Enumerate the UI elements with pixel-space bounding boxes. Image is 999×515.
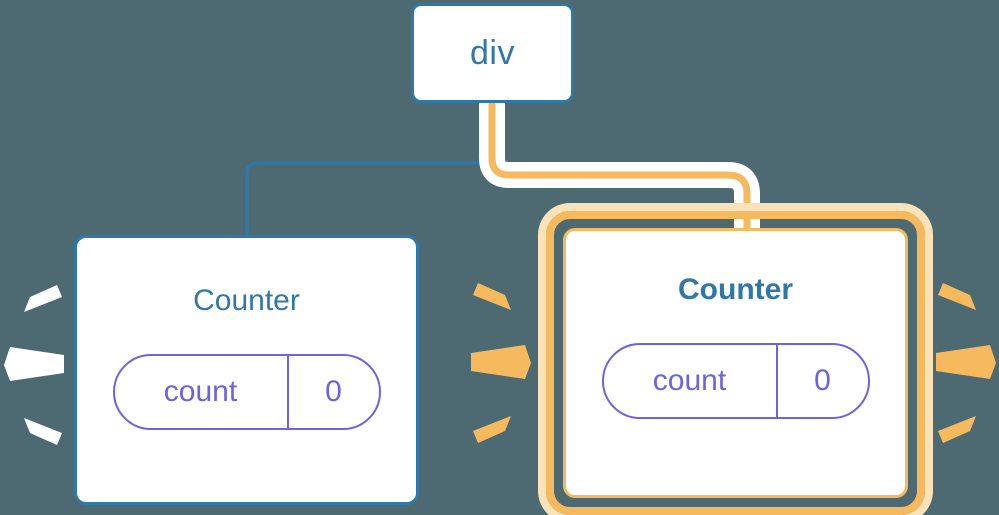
burst-ray-white-mid [4, 347, 64, 381]
burst-ray-orange-right-center [936, 345, 996, 379]
burst-ray-orange-right-bot [938, 416, 976, 443]
state-key-left: count [163, 375, 238, 408]
node-div-label: div [470, 34, 515, 72]
state-pill-right[interactable]: count 0 [601, 343, 870, 419]
node-counter-left-title: Counter [193, 284, 300, 317]
burst-ray-orange-mid-bot [473, 416, 511, 443]
node-div[interactable]: div [411, 3, 574, 103]
burst-ray-white-top [24, 285, 62, 312]
state-value-left: 0 [286, 356, 379, 428]
state-pill-left[interactable]: count 0 [112, 354, 381, 430]
state-key-right: count [652, 364, 727, 397]
burst-right-orange [930, 283, 996, 443]
rerender-highlight-ring [546, 211, 925, 515]
state-value-right: 0 [775, 345, 868, 417]
burst-middle-orange [465, 283, 531, 443]
burst-ray-orange-right-top [938, 283, 976, 310]
node-counter-left[interactable]: Counter count 0 [74, 235, 419, 505]
burst-ray-orange-mid-center [471, 345, 531, 379]
burst-ray-white-bot [24, 418, 62, 445]
connector-div-to-counter-left [245, 101, 491, 239]
node-counter-right[interactable]: Counter count 0 [563, 228, 908, 498]
connector-div-to-counter-right [488, 99, 751, 240]
node-counter-right-title: Counter [678, 273, 793, 306]
burst-ray-orange-mid-top [473, 283, 511, 310]
burst-left-white [4, 285, 70, 445]
